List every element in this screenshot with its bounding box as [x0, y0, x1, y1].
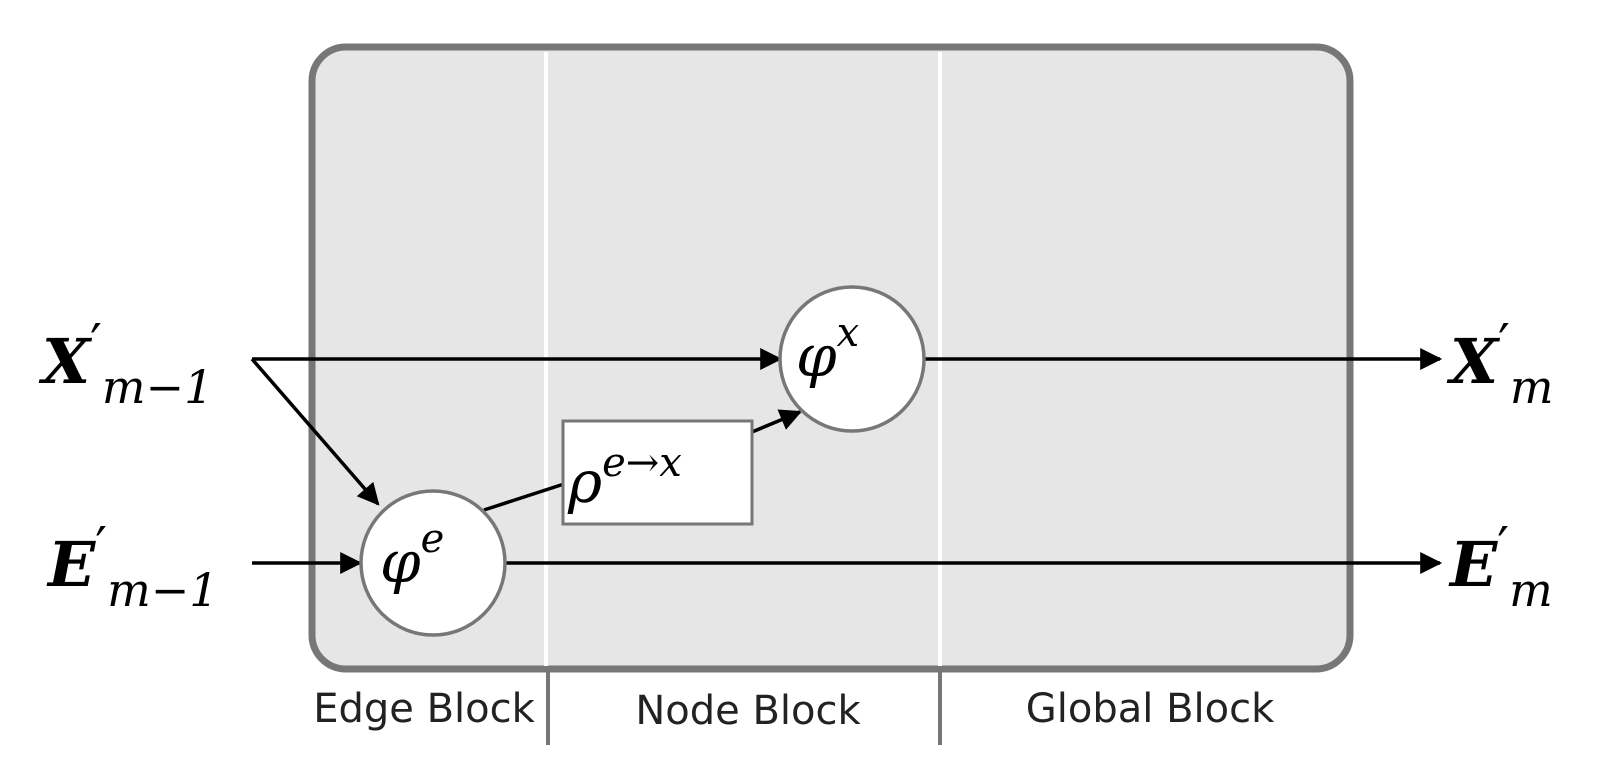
input-e-label: E′m−1	[46, 517, 219, 617]
edge-rho-to-phi-x	[751, 409, 803, 434]
output-e-label: E′m	[1448, 517, 1553, 617]
input-x-label: X′m−1	[38, 314, 213, 414]
node-block-label: Node Block	[635, 688, 861, 734]
phi-e-node	[359, 489, 507, 637]
edge-block-label: Edge Block	[313, 686, 535, 732]
edge-phi-e-to-rho	[483, 482, 565, 512]
output-x-label: X′m	[1446, 314, 1554, 414]
rho-aggregation-box	[561, 419, 754, 526]
global-block-label: Global Block	[1026, 686, 1275, 732]
phi-x-label: φx	[796, 310, 859, 390]
phi-e-label: φe	[380, 516, 444, 596]
phi-x-node	[778, 285, 926, 433]
edge-x-to-phi-e	[250, 357, 380, 506]
rho-label: ρe→x	[567, 440, 682, 516]
